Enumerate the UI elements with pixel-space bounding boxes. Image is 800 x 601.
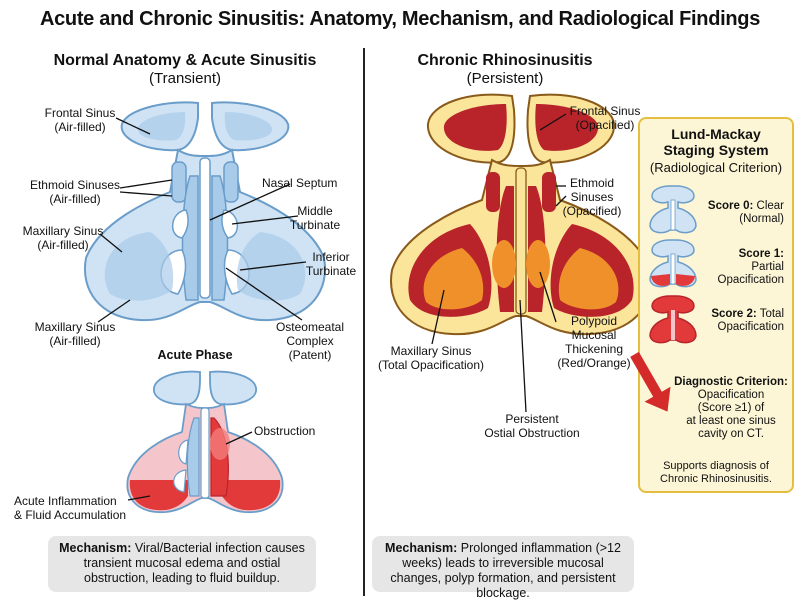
score0-icon <box>649 185 697 234</box>
label-maxillary-total: Maxillary Sinus(Total Opacification) <box>377 344 485 372</box>
page-title: Acute and Chronic Sinusitis: Anatomy, Me… <box>39 8 761 30</box>
label-maxillary-sinus-bottom: Maxillary Sinus(Air-filled) <box>34 320 116 348</box>
right-mechanism-box: Mechanism: Prolonged inflammation (>12 w… <box>372 536 634 600</box>
label-acute-inflammation: Acute Inflammation& Fluid Accumulation <box>14 494 127 522</box>
right-heading: Chronic Rhinosinusitis <box>417 52 593 69</box>
left-mechanism-text: Viral/Bacterial infection causes transie… <box>83 541 305 585</box>
left-mechanism-label: Mechanism: <box>59 541 132 555</box>
right-mechanism-label: Mechanism: <box>385 541 458 555</box>
criterion-arrow <box>630 351 671 412</box>
label-ethmoid-sinuses: Ethmoid Sinuses(Air-filled) <box>29 178 121 206</box>
label-obstruction: Obstruction <box>254 424 316 438</box>
right-subheading: (Persistent) <box>466 70 544 87</box>
acute-phase-heading: Acute Phase <box>157 348 233 362</box>
label-frontal-sinus: Frontal Sinus(Air-filled) <box>44 106 116 134</box>
left-mechanism-box: Mechanism: Viral/Bacterial infection cau… <box>48 536 316 592</box>
column-divider <box>363 48 365 596</box>
left-heading: Normal Anatomy & Acute Sinusitis <box>53 52 317 69</box>
label-maxillary-sinus-top: Maxillary Sinus(Air-filled) <box>22 224 104 252</box>
score1-icon <box>649 239 697 288</box>
supports-diagnosis: Supports diagnosis of Chronic Rhinosinus… <box>660 460 772 485</box>
score1-text: Score 1: Partial Opacification <box>717 248 784 286</box>
diagnostic-criterion: Diagnostic Criterion: Opacification (Sco… <box>674 376 788 440</box>
score2-text: Score 2: Total Opacification <box>711 308 784 333</box>
score0-text: Score 0: Clear (Normal) <box>707 200 784 225</box>
label-frontal-sinus-opacified: Frontal Sinus(Opacified) <box>569 104 641 132</box>
lund-mackay-subtitle: (Radiological Criterion) <box>649 160 783 175</box>
score2-icon <box>649 295 697 344</box>
label-nasal-septum: Nasal Septum <box>262 176 338 190</box>
right-mechanism-text: Prolonged inflammation (>12 weeks) leads… <box>390 541 621 600</box>
left-subheading: (Transient) <box>149 70 221 87</box>
